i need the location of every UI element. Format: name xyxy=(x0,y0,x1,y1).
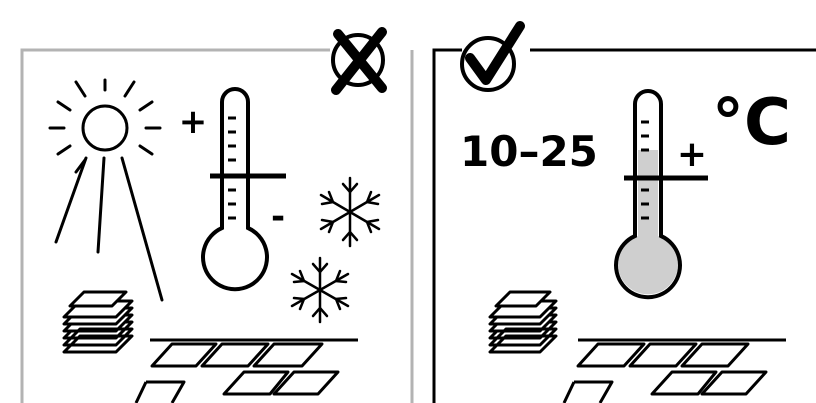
thermometer-icon xyxy=(203,89,286,289)
mercury-fill xyxy=(618,150,678,294)
right-panel: 10–25 + °C xyxy=(434,26,816,403)
tile-stack-icon xyxy=(490,292,556,352)
x-mark-in-circle-icon xyxy=(333,32,383,90)
tile-stack-icon xyxy=(64,292,132,352)
snowflake-icon xyxy=(321,178,379,246)
left-panel: + - xyxy=(22,32,412,403)
temperature-range-label: 10–25 xyxy=(460,127,598,176)
plus-sign: + xyxy=(677,134,707,175)
paving-tiles-icon xyxy=(136,340,358,403)
paving-tiles-icon xyxy=(564,340,786,403)
minus-sign: - xyxy=(271,197,285,237)
thermometer-icon xyxy=(616,91,708,297)
snowflake-icon xyxy=(292,258,348,322)
celsius-unit-label: °C xyxy=(712,86,791,160)
plus-sign: + xyxy=(179,102,208,142)
check-mark-in-circle-icon xyxy=(462,26,520,90)
sun-icon xyxy=(50,80,162,300)
